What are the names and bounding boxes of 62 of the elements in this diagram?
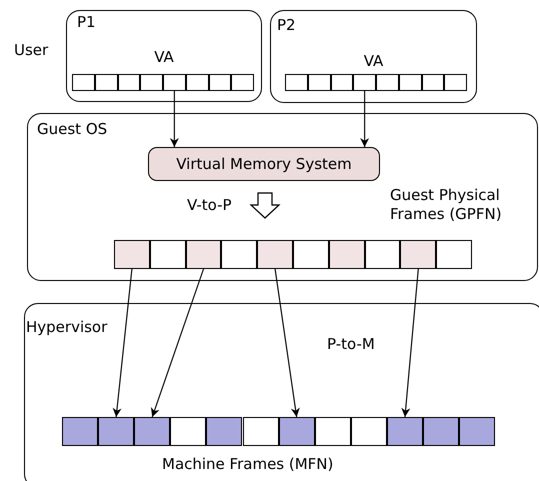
memory-frame (206, 417, 242, 446)
subsystem-box (148, 147, 380, 181)
memory-frame (62, 417, 98, 446)
mapping-label: V-to-P (187, 196, 232, 215)
area-label: Guest Physical Frames (GPFN) (390, 186, 503, 224)
layer-label: User (14, 41, 48, 60)
arrow (360, 91, 370, 147)
address-space-label: VA (364, 52, 384, 70)
memory-frame (118, 74, 140, 91)
memory-frame (314, 417, 351, 446)
memory-frame (364, 240, 400, 269)
memory-frame (330, 74, 354, 91)
hypervisor-layer-box (24, 303, 539, 481)
memory-frame (398, 74, 422, 91)
memory-frame (134, 417, 170, 446)
arrow (170, 91, 179, 147)
memory-frame (72, 74, 95, 91)
memory-frame (221, 240, 258, 269)
memory-frame (186, 74, 208, 91)
arrow (274, 268, 300, 418)
arrow (150, 268, 204, 418)
memory-frame (257, 240, 293, 269)
memory-frame (98, 417, 134, 446)
process-box (270, 10, 477, 103)
process-box (66, 10, 262, 102)
memory-frame (459, 417, 496, 446)
memory-frame (140, 74, 163, 91)
arrow (112, 268, 132, 418)
memory-frame (350, 417, 387, 446)
layer-title: Guest OS (37, 120, 108, 138)
address-space-label: VA (154, 48, 174, 66)
memory-frame (293, 240, 329, 269)
process-title: P1 (77, 13, 96, 31)
memory-frame (308, 74, 330, 91)
memory-frame (400, 240, 436, 269)
memory-frame (328, 240, 365, 269)
arrow (401, 268, 419, 418)
os-layer-box (27, 113, 538, 281)
memory-frame (208, 74, 232, 91)
block-arrow (249, 192, 281, 219)
subsystem-label: Virtual Memory System (176, 155, 352, 173)
memory-frame (231, 74, 254, 91)
layer-title: Hypervisor (26, 318, 108, 336)
process-title: P2 (277, 16, 296, 34)
memory-frame (436, 240, 472, 269)
memory-frame (285, 74, 308, 91)
memory-frame (353, 74, 376, 91)
memory-frame (163, 74, 186, 91)
memory-frame (186, 240, 222, 269)
memory-frame (444, 74, 467, 91)
area-label: Machine Frames (MFN) (162, 455, 334, 474)
memory-frame (422, 74, 444, 91)
memory-frame (114, 240, 150, 269)
memory-frame (278, 417, 315, 446)
memory-frame (386, 417, 423, 446)
memory-frame (150, 240, 186, 269)
memory-frame (170, 417, 206, 446)
memory-frame (376, 74, 399, 91)
mapping-label: P-to-M (327, 335, 375, 354)
memory-frame (242, 417, 279, 446)
memory-frame (423, 417, 460, 446)
memory-frame (94, 74, 118, 91)
